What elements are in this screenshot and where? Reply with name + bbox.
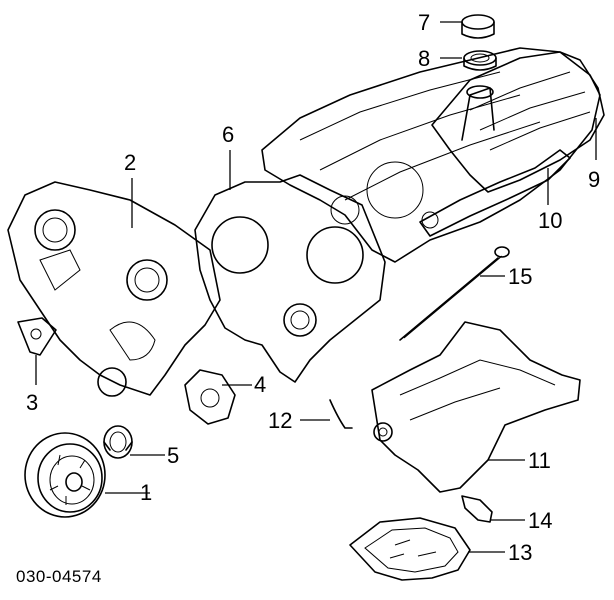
callout-3: 3 <box>26 390 38 415</box>
oil-baffle-bracket <box>461 495 493 523</box>
oil-filler-cap <box>461 14 495 39</box>
engine-block <box>261 47 601 263</box>
oil-pan-lower <box>349 517 471 581</box>
valve-cover <box>431 51 605 193</box>
leader-lines <box>35 21 597 553</box>
callout-9: 9 <box>588 167 600 192</box>
valve-cover-gasket <box>419 149 571 237</box>
callout-8: 8 <box>418 46 430 71</box>
callout-15: 15 <box>508 264 532 289</box>
callout-13: 13 <box>508 540 532 565</box>
oil-dipstick <box>399 246 510 341</box>
rear-timing-cover <box>194 174 386 383</box>
callout-numbers: 1 2 3 4 5 6 7 8 9 10 11 12 13 14 15 <box>26 10 600 565</box>
water-pump-gasket <box>184 369 236 425</box>
front-timing-cover <box>7 181 221 397</box>
callout-10: 10 <box>538 208 562 233</box>
callout-6: 6 <box>222 122 234 147</box>
diagram-code: 030-04574 <box>16 567 102 586</box>
oil-pan-upper <box>371 321 581 493</box>
callout-2: 2 <box>124 150 136 175</box>
callout-14: 14 <box>528 508 552 533</box>
callout-12: 12 <box>268 408 292 433</box>
callout-1: 1 <box>140 480 152 505</box>
callout-7: 7 <box>418 10 430 35</box>
callout-5: 5 <box>167 443 179 468</box>
crankshaft-pulley <box>24 432 106 518</box>
small-gasket <box>17 317 57 356</box>
oil-tube <box>329 399 353 429</box>
callout-4: 4 <box>254 372 266 397</box>
front-oil-seal <box>103 425 133 459</box>
oil-cap-seal <box>463 50 497 71</box>
callout-11: 11 <box>528 448 551 473</box>
